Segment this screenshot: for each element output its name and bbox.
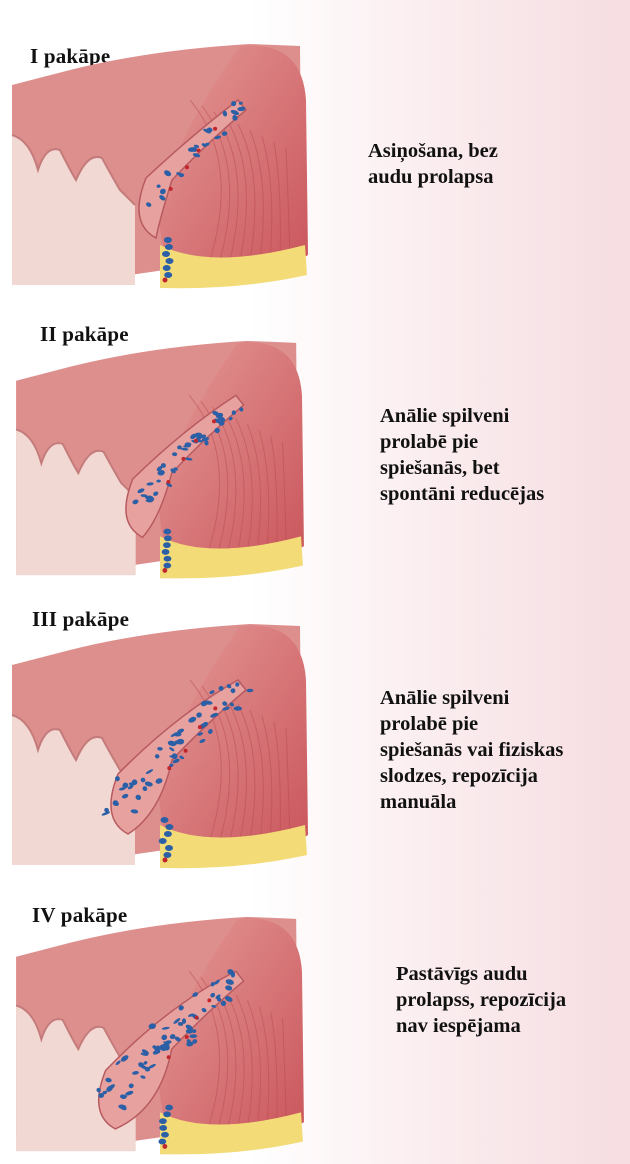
stage-description: Anālie spilveni prolabē pie spiešanās va… — [380, 685, 563, 815]
external-vein-dot — [165, 244, 173, 250]
artery-dot — [212, 419, 216, 423]
artery-dot — [185, 165, 189, 169]
artery-dot — [185, 1035, 189, 1039]
artery-dot — [207, 998, 211, 1002]
artery-dot — [181, 457, 185, 461]
external-vein-dot — [159, 1125, 167, 1131]
description-line: spiešanās, bet — [380, 455, 544, 481]
artery-dot — [213, 706, 217, 710]
stage-description: Anālie spilveni prolabē pie spiešanās, b… — [380, 403, 544, 507]
stage-4: IV pakāpe Pastāvīgs audu prolapss, repoz… — [0, 875, 630, 1164]
external-vein-dot — [161, 1132, 169, 1138]
external-vein-dot — [159, 1118, 167, 1124]
artery-dot — [195, 1016, 199, 1020]
description-line: prolabē pie — [380, 429, 544, 455]
artery-dot — [197, 149, 201, 153]
external-vein-dot — [164, 831, 172, 837]
description-line: prolabē pie — [380, 711, 563, 737]
description-line: prolapss, repozīcija — [396, 987, 566, 1013]
stage-1: I pakāpe Asiņošana, bez audu prolapsa — [0, 0, 630, 295]
external-vein-dot — [162, 549, 170, 555]
vein-dot — [234, 706, 243, 710]
description-line: nav iespējama — [396, 1013, 566, 1039]
hemorrhoid-illustration-grade-1 — [8, 40, 312, 295]
external-vein-dot — [159, 838, 167, 844]
description-line: spiešanās vai fiziskas — [380, 737, 563, 763]
stage-description: Asiņošana, bez audu prolapsa — [368, 138, 498, 190]
artery-dot — [167, 1055, 171, 1059]
external-vein-dot — [165, 824, 173, 830]
external-vein-dot — [163, 542, 171, 548]
artery-dot — [184, 749, 188, 753]
artery-dot — [194, 439, 198, 443]
description-line: Asiņošana, bez — [368, 138, 498, 164]
external-vein-dot — [164, 272, 172, 278]
description-line: Pastāvīgs audu — [396, 961, 566, 987]
external-vein-dot — [163, 529, 171, 535]
external-vein-dot — [164, 237, 172, 243]
hemorrhoid-illustration-grade-2 — [8, 337, 312, 585]
artery-dot — [166, 480, 170, 484]
external-vein-dot — [164, 556, 172, 562]
artery-dot — [163, 278, 168, 283]
external-vein-dot — [164, 535, 172, 541]
artery-dot — [169, 187, 173, 191]
external-vein-dot — [163, 1111, 171, 1117]
external-vein-dot — [165, 845, 173, 851]
description-line: spontāni reducējas — [380, 481, 544, 507]
external-vein-dot — [163, 265, 171, 271]
hemorrhoid-illustration-grade-4 — [8, 913, 312, 1161]
external-vein-dot — [166, 258, 174, 264]
description-line: slodzes, repozīcija — [380, 763, 563, 789]
external-vein-dot — [161, 817, 169, 823]
external-vein-dot — [162, 251, 170, 257]
stage-description: Pastāvīgs audu prolapss, repozīcija nav … — [396, 961, 566, 1039]
description-line: manuāla — [380, 789, 563, 815]
artery-dot — [198, 725, 202, 729]
artery-dot — [163, 858, 168, 863]
external-vein-dot — [163, 852, 171, 858]
description-line: Anālie spilveni — [380, 685, 563, 711]
external-vein-dot — [163, 563, 171, 569]
description-line: Anālie spilveni — [380, 403, 544, 429]
artery-dot — [162, 1144, 167, 1149]
artery-dot — [167, 766, 171, 770]
stage-3: III pakāpe Anālie spilveni prolabē pie s… — [0, 585, 630, 875]
artery-dot — [213, 127, 217, 131]
description-line: audu prolapsa — [368, 164, 498, 190]
stage-2: II pakāpe Anālie spilveni prolabē pie sp… — [0, 295, 630, 585]
external-vein-dot — [165, 1105, 173, 1111]
external-vein-dot — [158, 1139, 166, 1145]
artery-dot — [162, 568, 167, 573]
hemorrhoid-illustration-grade-3 — [8, 620, 312, 875]
